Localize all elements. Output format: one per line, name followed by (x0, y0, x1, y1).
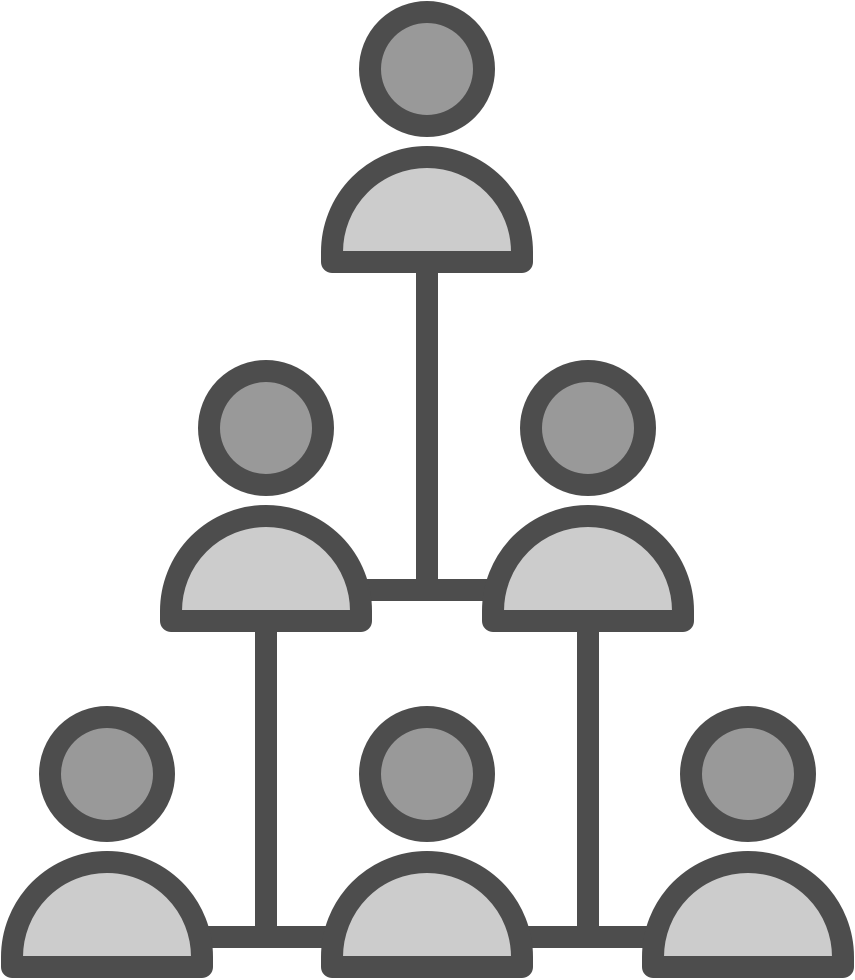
person-bottom-left (1, 706, 213, 978)
person-head-icon (520, 360, 656, 496)
person-bottom-center (321, 706, 533, 978)
person-body-icon (321, 851, 533, 978)
person-body-icon (1, 851, 213, 978)
person-middle-left (160, 360, 372, 632)
person-head-icon (359, 1, 495, 137)
person-body-icon (482, 505, 694, 632)
person-middle-right (482, 360, 694, 632)
person-head-icon (198, 360, 334, 496)
person-head-icon (359, 706, 495, 842)
person-bottom-right (642, 706, 854, 978)
person-body-icon (160, 505, 372, 632)
person-body-icon (321, 146, 533, 273)
person-top (321, 1, 533, 273)
person-body-icon (642, 851, 854, 978)
person-head-icon (39, 706, 175, 842)
person-head-icon (680, 706, 816, 842)
